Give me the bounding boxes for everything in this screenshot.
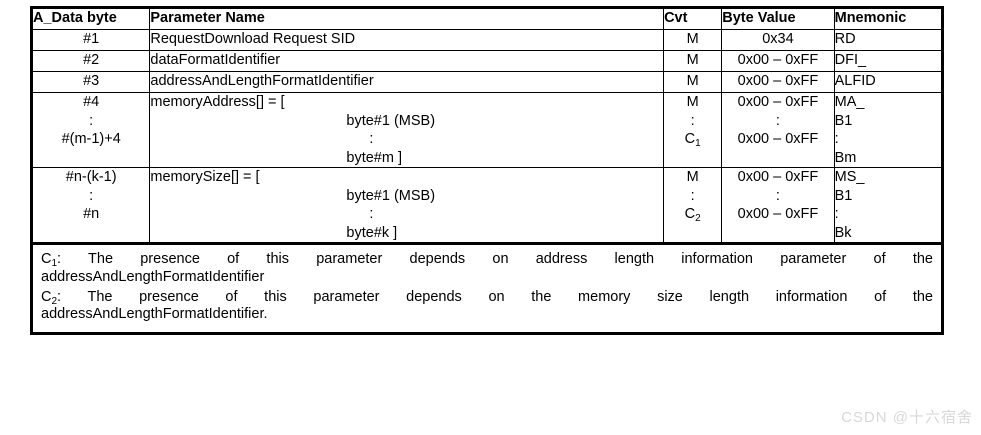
cvt-subscript: 2 (695, 213, 701, 225)
table-row: #3 addressAndLengthFormatIdentifier M 0x… (30, 71, 944, 93)
footnote-c2-line1: C2: The presence of this parameter depen… (41, 289, 933, 307)
cvt-line: M (686, 94, 699, 110)
footnote-c1-line2: addressAndLengthFormatIdentifier (41, 269, 265, 286)
table-body: #1 RequestDownload Request SID M 0x34 RD… (30, 29, 944, 335)
request-download-message-table: A_Data byte Parameter Name Cvt Byte Valu… (30, 6, 944, 336)
mnemonic-line: MA_ (834, 94, 865, 110)
cell-mnemonic: MA_ B1 : Bm (833, 91, 944, 169)
cell-byte-value: 0x34 (721, 29, 835, 51)
cell-a-data-byte: #2 (30, 50, 151, 72)
vertical-ellipsis: : (369, 131, 374, 148)
cell-byte-value: 0x00 – 0xFF : 0x00 – 0xFF (721, 167, 835, 245)
column-header-byte-value: Byte Value (721, 7, 835, 30)
footnote-marker-subscript: 1 (51, 258, 58, 270)
a-data-byte-line: #n (83, 206, 100, 223)
cell-cvt: M (663, 29, 723, 51)
vertical-ellipsis: : (834, 206, 839, 223)
spec-table-container: A_Data byte Parameter Name Cvt Byte Valu… (30, 6, 944, 336)
footnote-marker: C (41, 251, 52, 268)
cell-mnemonic: DFI_ (833, 50, 944, 72)
footnote-c2-line2: addressAndLengthFormatIdentifier. (41, 306, 268, 323)
vertical-ellipsis: : (690, 187, 695, 204)
cell-mnemonic: ALFID (833, 71, 944, 93)
cell-cvt: M (663, 50, 723, 72)
mnemonic-line: B1 (834, 112, 853, 129)
byte-value-line: 0x00 – 0xFF (737, 94, 819, 110)
cell-byte-value: 0x00 – 0xFF (721, 50, 835, 72)
column-header-parameter-name: Parameter Name (149, 7, 665, 30)
footnote-c1: C1: The presence of this parameter depen… (41, 251, 933, 286)
vertical-ellipsis: : (775, 112, 780, 129)
footnote-c2: C2: The presence of this parameter depen… (41, 289, 933, 324)
footnote-marker-subscript: 2 (51, 295, 58, 307)
table-footnotes-row: C1: The presence of this parameter depen… (31, 242, 943, 335)
footnote-c1-line1: C1: The presence of this parameter depen… (41, 251, 933, 269)
array-element-line: byte#m ] (346, 149, 402, 166)
cell-mnemonic: MS_ B1 : Bk (833, 167, 944, 245)
cvt-line: M (686, 169, 699, 186)
byte-value-line: 0x00 – 0xFF (737, 206, 819, 223)
cvt-line-conditional: C2 (684, 206, 701, 225)
cell-parameter-name: RequestDownload Request SID (149, 29, 665, 51)
vertical-ellipsis: : (775, 187, 780, 204)
cell-cvt: M : C1 (663, 91, 723, 169)
column-header-mnemonic: Mnemonic (833, 7, 944, 30)
table-header: A_Data byte Parameter Name Cvt Byte Valu… (30, 7, 944, 30)
array-element-line: byte#1 (MSB) (346, 112, 436, 129)
cell-cvt: M : C2 (663, 167, 723, 245)
a-data-byte-line: #(m-1)+4 (61, 131, 121, 148)
cell-parameter-name: addressAndLengthFormatIdentifier (149, 71, 665, 93)
table-row: #2 dataFormatIdentifier M 0x00 – 0xFF DF… (30, 50, 944, 72)
array-element-line: byte#1 (MSB) (346, 187, 436, 204)
table-row-memory-size: #n-(k-1) : #n memorySize[] = [ byte#1 (M… (30, 167, 944, 245)
byte-value-line: 0x00 – 0xFF (737, 131, 819, 148)
cell-mnemonic: RD (833, 29, 944, 51)
vertical-ellipsis: : (89, 112, 94, 129)
cell-parameter-name: memoryAddress[] = [ byte#1 (MSB) : byte#… (149, 91, 665, 169)
array-declaration: memoryAddress[] = [ (150, 94, 285, 110)
footnote-marker: C (41, 288, 52, 305)
mnemonic-line: Bm (834, 149, 857, 166)
array-element-line: byte#k ] (346, 224, 398, 241)
vertical-ellipsis: : (369, 206, 374, 223)
table-row: #1 RequestDownload Request SID M 0x34 RD (30, 29, 944, 51)
cell-a-data-byte: #4 : #(m-1)+4 (30, 91, 151, 169)
cell-byte-value: 0x00 – 0xFF : 0x00 – 0xFF (721, 91, 835, 169)
mnemonic-line: MS_ (834, 169, 865, 186)
byte-value-line: 0x00 – 0xFF (737, 169, 819, 186)
cell-parameter-name: dataFormatIdentifier (149, 50, 665, 72)
table-header-row: A_Data byte Parameter Name Cvt Byte Valu… (30, 7, 944, 30)
cell-a-data-byte: #n-(k-1) : #n (30, 167, 151, 245)
vertical-ellipsis: : (834, 131, 839, 148)
table-row-memory-address: #4 : #(m-1)+4 memoryAddress[] = [ byte#1… (30, 91, 944, 169)
cell-a-data-byte: #1 (30, 29, 151, 51)
footnote-text: : The presence of this parameter depends… (57, 288, 933, 305)
csdn-watermark: CSDN @十六宿舍 (841, 409, 973, 426)
vertical-ellipsis: : (690, 112, 695, 129)
footnote-text: : The presence of this parameter depends… (57, 251, 933, 268)
a-data-byte-line: #4 (83, 94, 100, 110)
cell-parameter-name: memorySize[] = [ byte#1 (MSB) : byte#k ] (149, 167, 665, 245)
vertical-ellipsis: : (89, 187, 94, 204)
cell-cvt: M (663, 71, 723, 93)
column-header-a-data-byte: A_Data byte (30, 7, 151, 30)
mnemonic-line: B1 (834, 187, 853, 204)
cvt-subscript: 1 (695, 138, 701, 150)
column-header-cvt: Cvt (663, 7, 723, 30)
cell-byte-value: 0x00 – 0xFF (721, 71, 835, 93)
mnemonic-line: Bk (834, 224, 852, 241)
cell-a-data-byte: #3 (30, 71, 151, 93)
array-declaration: memorySize[] = [ (150, 169, 260, 186)
a-data-byte-line: #n-(k-1) (65, 169, 117, 186)
cell-footnotes: C1: The presence of this parameter depen… (31, 242, 943, 335)
cvt-line-conditional: C1 (684, 131, 701, 150)
